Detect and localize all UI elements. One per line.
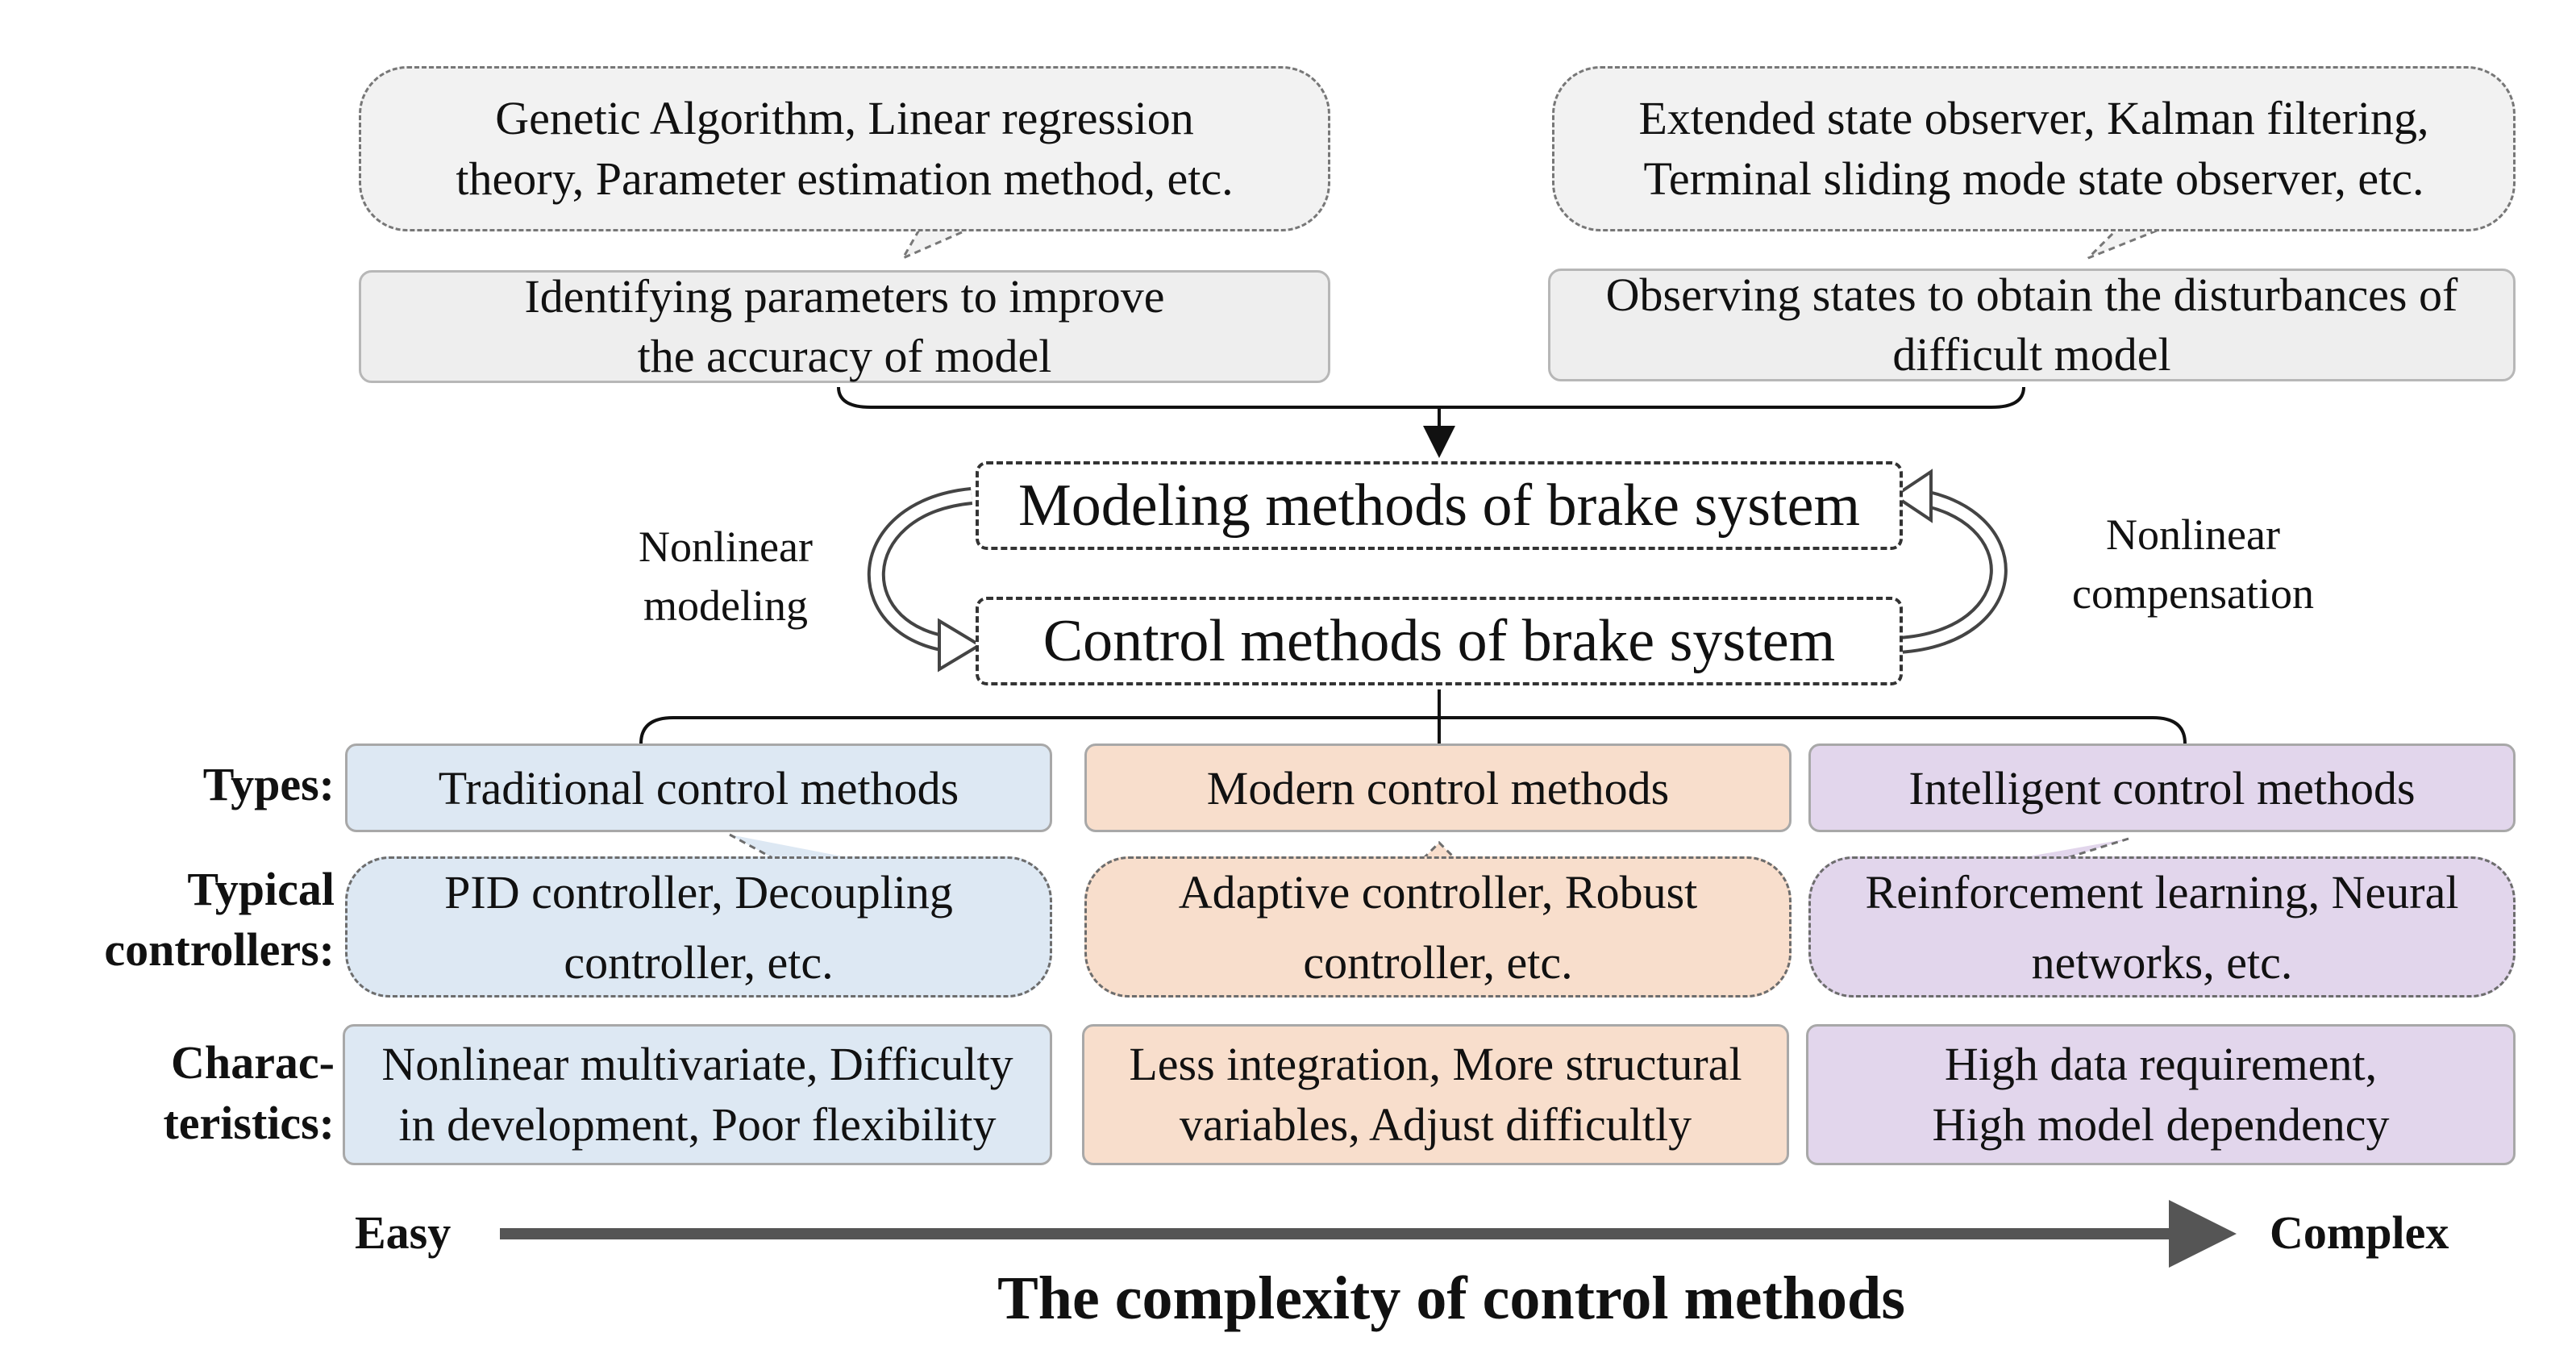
complex-label: Complex: [2270, 1206, 2449, 1259]
traditional-controllers-text: PID controller, Decoupling controller, e…: [444, 865, 953, 989]
nonlinear-compensation-text: Nonlinear compensation: [2072, 510, 2314, 618]
modern-controllers-box: Adaptive controller, Robust controller, …: [1084, 856, 1792, 998]
controllers-row-label: Typical controllers:: [104, 863, 335, 977]
identifying-parameters-text: Identifying parameters to improve the ac…: [524, 269, 1165, 382]
traditional-characteristics-text: Nonlinear multivariate, Difficulty in de…: [381, 1038, 1013, 1151]
observing-states-text: Observing states to obtain the disturban…: [1605, 268, 2458, 381]
observing-states-box: Observing states to obtain the disturban…: [1548, 269, 2516, 381]
modern-type-text: Modern control methods: [1206, 761, 1670, 814]
modern-characteristics-text: Less integration, More structural variab…: [1129, 1038, 1742, 1151]
intelligent-type-box: Intelligent control methods: [1808, 743, 2516, 832]
intelligent-characteristics-text: High data requirement, High model depend…: [1932, 1038, 2390, 1151]
types-bracket: [639, 716, 2187, 744]
traditional-controllers-box: PID controller, Decoupling controller, e…: [345, 856, 1052, 998]
identifying-parameters-box: Identifying parameters to improve the ac…: [359, 270, 1330, 383]
control-methods-text: Control methods of brake system: [1042, 607, 1836, 674]
nonlinear-modeling-arrow: [867, 487, 973, 654]
control-methods-box: Control methods of brake system: [976, 597, 1903, 685]
modeling-methods-text: Modeling methods of brake system: [1017, 472, 1861, 539]
nonlinear-compensation-label: Nonlinear compensation: [2044, 508, 2342, 621]
parameter-methods-text: Genetic Algorithm, Linear regression the…: [456, 92, 1234, 205]
modern-controllers-text: Adaptive controller, Robust controller, …: [1178, 865, 1698, 989]
cloud-tail-right: [2087, 224, 2170, 260]
traditional-characteristics-box: Nonlinear multivariate, Difficulty in de…: [343, 1024, 1052, 1165]
traditional-type-box: Traditional control methods: [345, 743, 1052, 832]
tail-intelligent: [2016, 837, 2129, 860]
intelligent-type-text: Intelligent control methods: [1908, 761, 2416, 814]
types-row-label: Types:: [202, 758, 335, 810]
observer-methods-text: Extended state observer, Kalman filterin…: [1638, 92, 2429, 205]
tail-modern: [1421, 840, 1457, 860]
intelligent-controllers-box: Reinforcement learning, Neural networks,…: [1808, 856, 2516, 998]
easy-label: Easy: [355, 1206, 452, 1259]
intelligent-controllers-text: Reinforcement learning, Neural networks,…: [1865, 865, 2459, 989]
cloud-tail-left: [900, 228, 968, 261]
parameter-methods-callout: Genetic Algorithm, Linear regression the…: [359, 66, 1330, 231]
nonlinear-modeling-text: Nonlinear modeling: [639, 523, 813, 630]
complexity-title: The complexity of control methods: [997, 1264, 1905, 1332]
top-merge-bracket: [837, 386, 2025, 409]
observer-methods-callout: Extended state observer, Kalman filterin…: [1552, 66, 2516, 231]
nonlinear-compensation-arrow: [1898, 487, 2008, 654]
characteristics-row-label: Charac- teristics:: [163, 1036, 335, 1150]
intelligent-characteristics-box: High data requirement, High model depend…: [1806, 1024, 2516, 1165]
modern-type-box: Modern control methods: [1084, 743, 1792, 832]
modeling-methods-box: Modeling methods of brake system: [976, 461, 1903, 550]
tail-traditional: [729, 833, 855, 860]
modern-characteristics-box: Less integration, More structural variab…: [1082, 1024, 1789, 1165]
nonlinear-modeling-label: Nonlinear modeling: [613, 520, 839, 633]
traditional-type-text: Traditional control methods: [438, 761, 959, 814]
